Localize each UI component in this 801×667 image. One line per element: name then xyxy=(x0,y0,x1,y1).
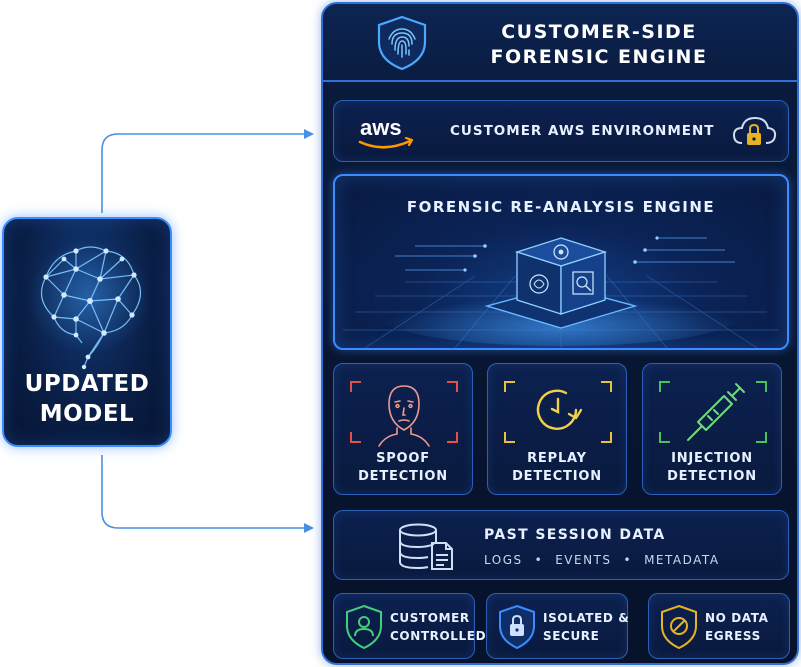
replay-label-line2: DETECTION xyxy=(512,469,602,484)
user-shield-icon xyxy=(346,604,382,650)
model-title-line1: UPDATED xyxy=(24,371,150,397)
model-title: UPDATED MODEL xyxy=(4,369,170,429)
spoof-detection-label: SPOOF DETECTION xyxy=(334,450,472,486)
replay-label-line1: REPLAY xyxy=(527,451,587,466)
past-item-logs: LOGS xyxy=(484,553,523,567)
no-data-egress-label: NO DATA EGRESS xyxy=(705,609,768,645)
egress-label-line2: EGRESS xyxy=(705,629,761,643)
isolated-secure-label: ISOLATED & SECURE xyxy=(543,609,629,645)
reanalysis-title: FORENSIC RE-ANALYSIS ENGINE xyxy=(406,198,716,216)
database-document-icon xyxy=(399,523,453,570)
past-session-title: PAST SESSION DATA xyxy=(484,527,666,543)
syringe-icon xyxy=(659,381,767,443)
aws-environment-box: aws CUSTOMER AWS ENVIRONMENT xyxy=(333,100,789,162)
separator-dot: • xyxy=(623,553,633,567)
fingerprint-shield-icon xyxy=(377,15,427,71)
past-session-items: LOGS • EVENTS • METADATA xyxy=(484,553,720,567)
spoof-label-line1: SPOOF xyxy=(376,451,430,466)
engine-title-line1: CUSTOMER-SIDE xyxy=(501,21,697,43)
isolated-label-line2: SECURE xyxy=(543,629,600,643)
injection-detection-tile: INJECTION DETECTION xyxy=(642,363,782,495)
customer-label-line2: CONTROLLED xyxy=(390,629,487,643)
face-icon xyxy=(350,381,458,447)
model-title-line2: MODEL xyxy=(39,401,135,427)
injection-label-line2: DETECTION xyxy=(667,469,757,484)
replay-detection-tile: REPLAY DETECTION xyxy=(487,363,627,495)
replay-detection-label: REPLAY DETECTION xyxy=(488,450,626,486)
aws-environment-label: CUSTOMER AWS ENVIRONMENT xyxy=(450,123,715,139)
injection-detection-label: INJECTION DETECTION xyxy=(643,450,781,486)
lock-shield-icon xyxy=(499,604,535,650)
arrow-to-aws xyxy=(101,129,314,213)
aws-logo-text: aws xyxy=(360,115,402,140)
injection-label-line1: INJECTION xyxy=(671,451,753,466)
customer-controlled-label: CUSTOMER CONTROLLED xyxy=(390,609,486,645)
arrow-to-past-session xyxy=(101,455,314,533)
past-item-events: EVENTS xyxy=(555,553,612,567)
spoof-detection-tile: SPOOF DETECTION xyxy=(333,363,473,495)
engine-title: CUSTOMER-SIDE FORENSIC ENGINE xyxy=(449,20,749,70)
neural-brain-icon xyxy=(27,241,151,370)
engine-header: CUSTOMER-SIDE FORENSIC ENGINE xyxy=(323,4,797,82)
forensic-engine-panel: CUSTOMER-SIDE FORENSIC ENGINE aws CUSTOM… xyxy=(321,2,799,665)
replay-clock-icon xyxy=(504,381,612,443)
past-item-metadata: METADATA xyxy=(644,553,720,567)
no-entry-shield-icon xyxy=(661,604,697,650)
past-session-data-box: PAST SESSION DATA LOGS • EVENTS • METADATA xyxy=(333,510,789,580)
aws-logo: aws xyxy=(358,115,414,149)
egress-label-line1: NO DATA xyxy=(705,611,769,625)
customer-controlled-badge: CUSTOMER CONTROLLED xyxy=(333,593,486,659)
forensic-reanalysis-box: FORENSIC RE-ANALYSIS ENGINE xyxy=(333,174,789,350)
isolated-secure-badge: ISOLATED & SECURE xyxy=(486,593,629,659)
engine-title-line2: FORENSIC ENGINE xyxy=(490,46,708,68)
spoof-label-line2: DETECTION xyxy=(358,469,448,484)
customer-label-line1: CUSTOMER xyxy=(390,611,470,625)
updated-model-card: UPDATED MODEL xyxy=(2,217,172,447)
no-data-egress-badge: NO DATA EGRESS xyxy=(648,593,790,659)
analysis-cube-icon xyxy=(343,236,779,348)
cloud-lock-icon xyxy=(732,116,777,145)
separator-dot: • xyxy=(534,553,544,567)
isolated-label-line1: ISOLATED & xyxy=(543,611,630,625)
